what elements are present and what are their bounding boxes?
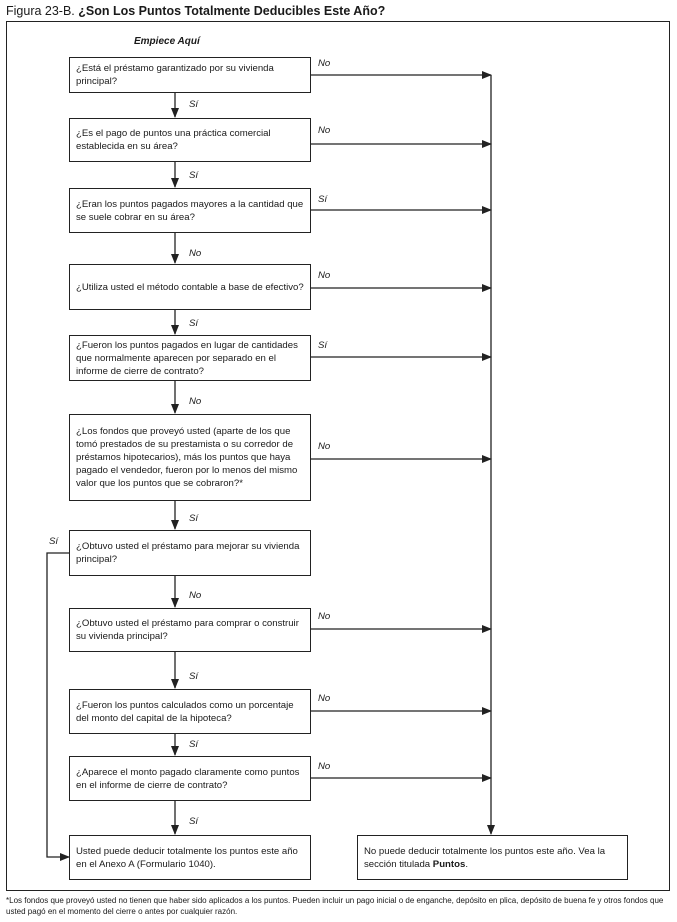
side-label-4: No (318, 270, 331, 281)
side-label-8: No (318, 611, 331, 622)
figure-question: ¿Son Los Puntos Totalmente Deducibles Es… (78, 4, 386, 18)
question-box-8: ¿Obtuvo usted el préstamo para comprar o… (69, 608, 311, 652)
side-label-9: No (318, 693, 331, 704)
footnote: *Los fondos que proveyó usted no tienen … (6, 896, 664, 916)
question-box-3: ¿Eran los puntos pagados mayores a la ca… (69, 188, 311, 233)
down-label-10: Sí (189, 816, 199, 827)
puntos-section-ref: Puntos (432, 858, 466, 870)
question-box-2: ¿Es el pago de puntos una práctica comer… (69, 118, 311, 162)
side-label-6: No (318, 441, 331, 452)
question-text: ¿Fueron los puntos pagados en lugar de c… (76, 339, 298, 377)
question-box-7: ¿Obtuvo usted el préstamo para mejorar s… (69, 530, 311, 576)
question-text: ¿Utiliza usted el método contable a base… (76, 281, 304, 293)
question-box-6: ¿Los fondos que proveyó usted (aparte de… (69, 414, 311, 501)
question-box-4: ¿Utiliza usted el método contable a base… (69, 264, 311, 310)
question-text: ¿Está el préstamo garantizado por su viv… (76, 63, 274, 87)
result-not-deductible-box: No puede deducir totalmente los puntos e… (357, 835, 628, 880)
down-label-8: Sí (189, 671, 199, 682)
question-box-10: ¿Aparece el monto pagado claramente como… (69, 756, 311, 801)
question-text: ¿Obtuvo usted el préstamo para mejorar s… (76, 541, 300, 565)
start-label: Empiece Aquí (134, 36, 200, 47)
result-deductible-box: Usted puede deducir totalmente los punto… (69, 835, 311, 880)
down-label-9: Sí (189, 739, 199, 750)
figure-title: Figura 23-B. ¿Son Los Puntos Totalmente … (6, 4, 385, 18)
down-label-5: No (189, 396, 202, 407)
side-label-10: No (318, 761, 331, 772)
down-label-4: Sí (189, 318, 199, 329)
question-text: ¿Los fondos que proveyó usted (aparte de… (76, 426, 298, 489)
side-label-3: Sí (318, 194, 328, 205)
down-label-2: Sí (189, 170, 199, 181)
question-box-9: ¿Fueron los puntos calculados como un po… (69, 689, 311, 734)
down-label-7: No (189, 590, 202, 601)
side-label-5: Sí (318, 340, 328, 351)
down-label-1: Sí (189, 99, 199, 110)
question-text: ¿Aparece el monto pagado claramente como… (76, 766, 300, 791)
side-label-1: No (318, 58, 331, 69)
question-text: ¿Obtuvo usted el préstamo para comprar o… (76, 618, 299, 642)
left-bypass (46, 552, 70, 861)
down-label-6: Sí (189, 513, 199, 524)
question-text: ¿Eran los puntos pagados mayores a la ca… (76, 198, 304, 223)
question-text: ¿Fueron los puntos calculados como un po… (76, 699, 294, 724)
diagram-frame (6, 21, 670, 891)
question-box-1: ¿Está el préstamo garantizado por su viv… (69, 57, 311, 93)
question-box-5: ¿Fueron los puntos pagados en lugar de c… (69, 335, 311, 381)
result-not-deductible-text: No puede deducir totalmente los puntos e… (364, 845, 606, 870)
result-deductible-text: Usted puede deducir totalmente los punto… (76, 845, 298, 870)
figure-label: Figura 23-B. (6, 4, 75, 18)
side-label-7: Sí (49, 536, 59, 547)
side-label-2: No (318, 125, 331, 136)
down-label-3: No (189, 248, 202, 259)
question-text: ¿Es el pago de puntos una práctica comer… (76, 128, 271, 152)
